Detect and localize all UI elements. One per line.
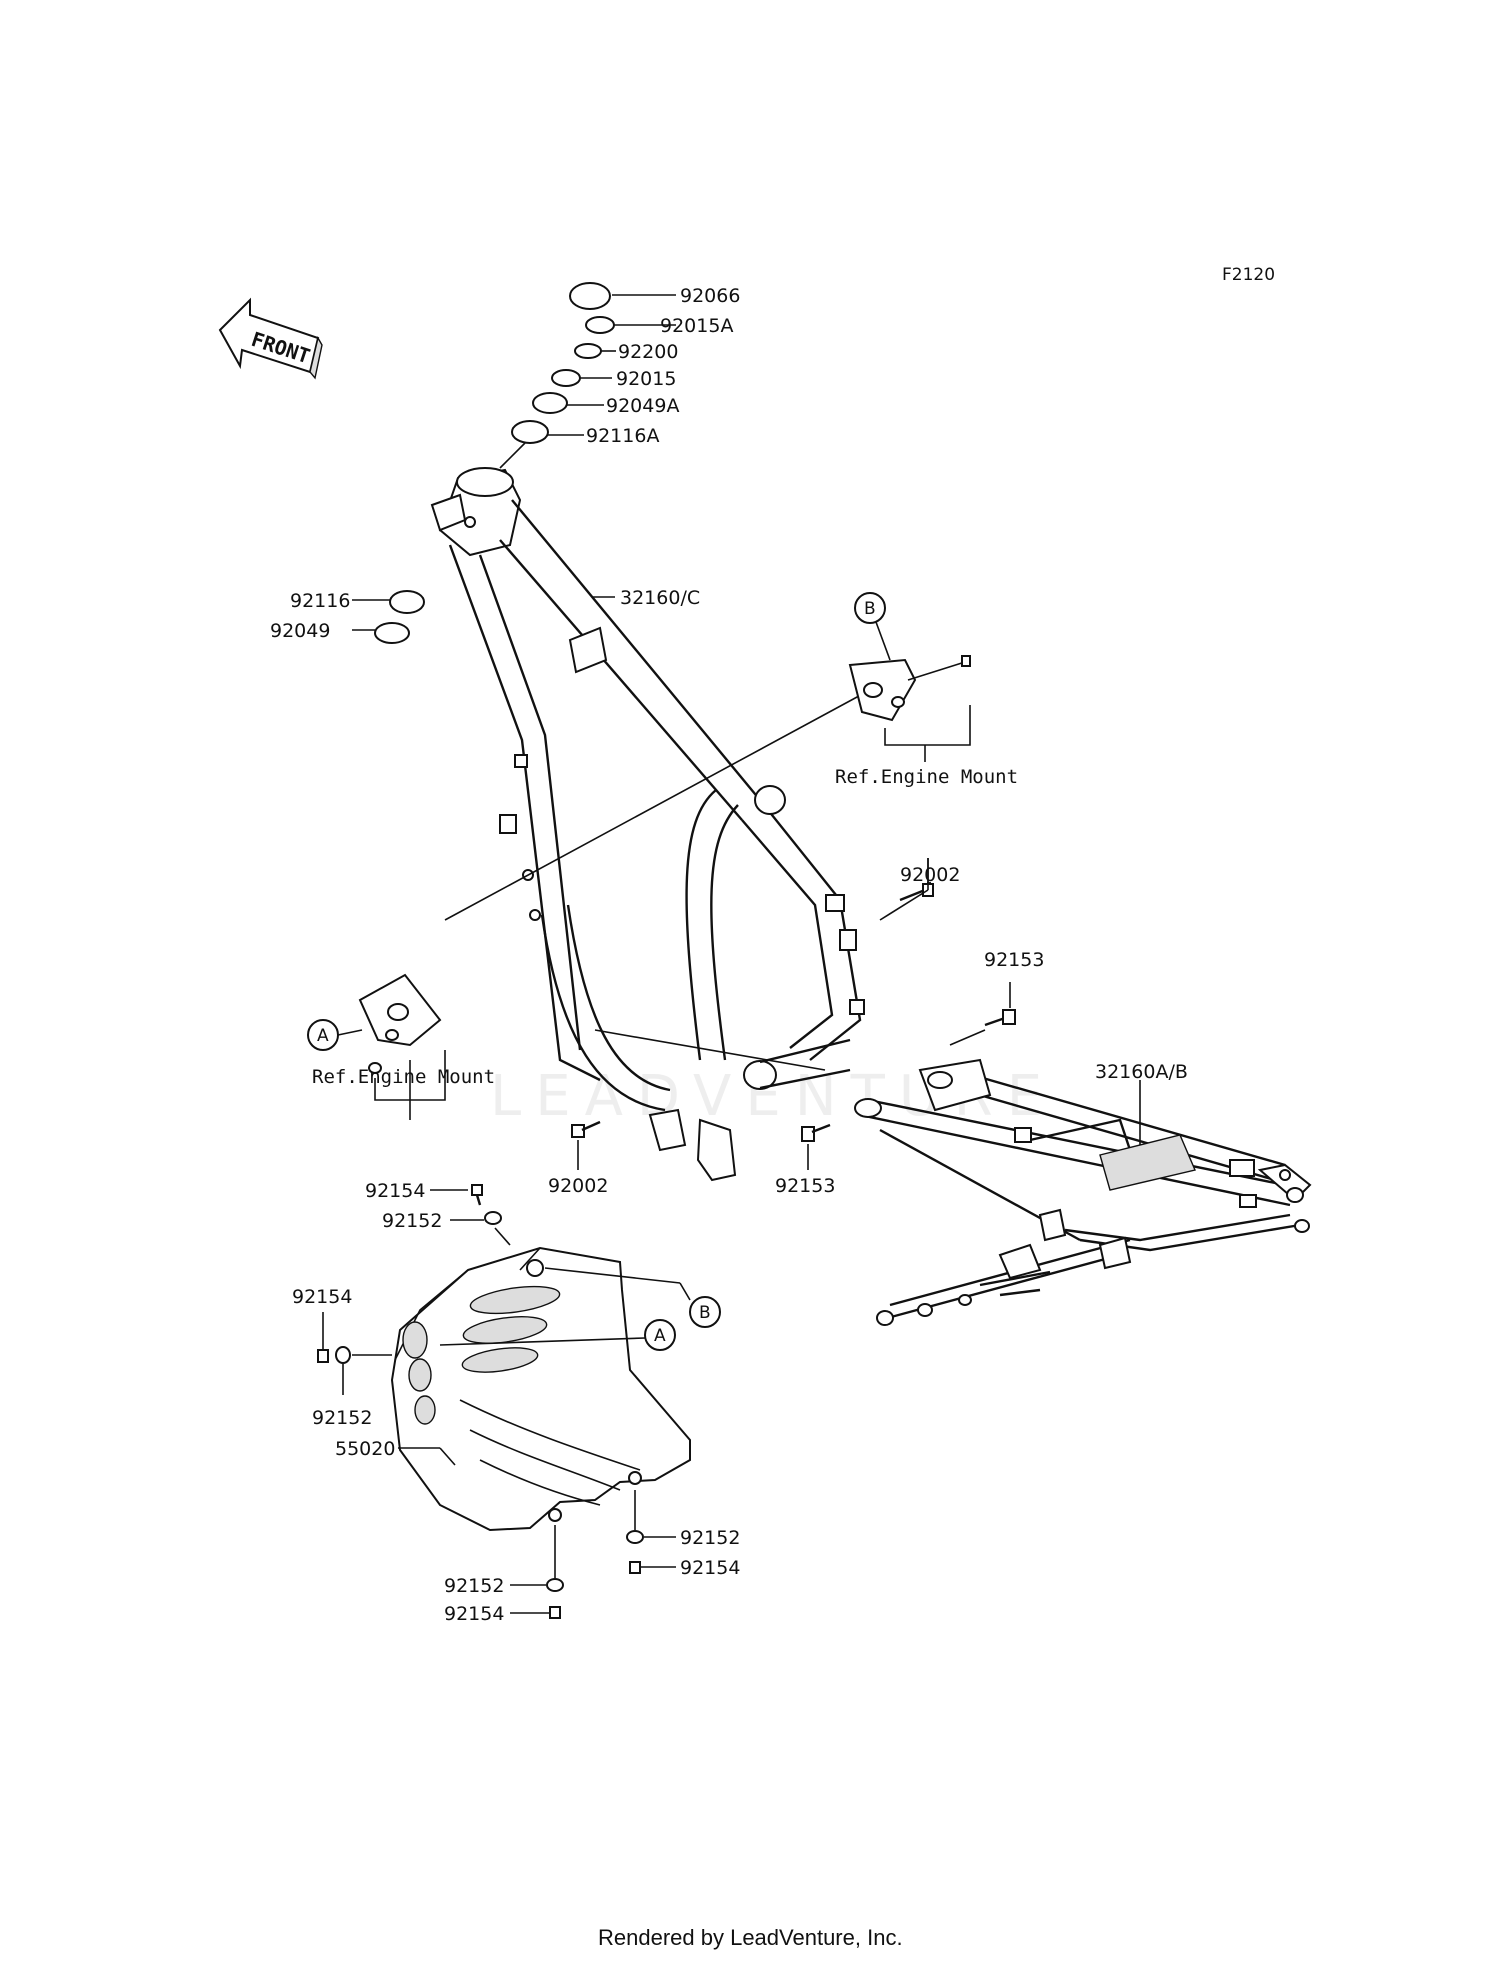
part-92154-top-label: 92154 (365, 1180, 425, 1202)
part-32160c-label: 32160/C (620, 587, 700, 609)
part-92154-left-label: 92154 (292, 1286, 352, 1308)
figure-code: F2120 (1222, 265, 1275, 285)
part-92200-label: 92200 (618, 341, 678, 363)
part-55020-label: 55020 (335, 1438, 395, 1460)
footer-credit: Rendered by LeadVenture, Inc. (598, 1925, 903, 1950)
washer-92152-bottom (546, 1578, 564, 1592)
part-92154-bottom-label: 92154 (444, 1603, 504, 1625)
part-92152-left-label: 92152 (312, 1407, 372, 1429)
part-92002-lower-label: 92002 (548, 1175, 608, 1197)
part-92153-lower-label: 92153 (775, 1175, 835, 1197)
engine-mount-b (848, 655, 971, 722)
axis-line-b (594, 1029, 826, 1071)
bolt-92153-lower (801, 1123, 831, 1142)
bolt-92154-right (629, 1561, 641, 1574)
ref-engine-mount-lower: Ref.Engine Mount (312, 1066, 495, 1088)
bolt-92154-left (317, 1349, 329, 1363)
part-92066-label: 92066 (680, 285, 740, 307)
bolt-92154-bottom (549, 1606, 561, 1619)
part-92015a-label: 92015A (660, 315, 733, 337)
part-92002-upper-label: 92002 (900, 864, 960, 886)
callout-b-lower-letter: B (699, 1303, 711, 1323)
callout-b-upper-letter: B (864, 599, 876, 619)
callout-a-upper-letter: A (317, 1026, 329, 1046)
rear-subframe (854, 1058, 1312, 1326)
callout-b-upper (854, 592, 886, 624)
washer-92152-left (335, 1346, 351, 1364)
engine-mount-a (358, 973, 442, 1074)
washer-92152-right (626, 1530, 644, 1544)
skid-plate (390, 1246, 691, 1532)
seal-92049 (374, 622, 410, 644)
part-32160ab-label: 32160A/B (1095, 1061, 1188, 1083)
part-92152-top-label: 92152 (382, 1210, 442, 1232)
bearing-92116 (389, 590, 425, 614)
part-92154-right-label: 92154 (680, 1557, 740, 1579)
bolt-92002-lower (571, 1120, 601, 1138)
callout-b-lower (689, 1296, 721, 1328)
bolt-92153-upper (984, 1009, 1016, 1027)
ref-engine-mount-upper: Ref.Engine Mount (835, 766, 1018, 788)
bolt-92154-top (471, 1184, 483, 1206)
callout-a-lower (644, 1319, 676, 1351)
callout-a-lower-letter: A (654, 1326, 666, 1346)
front-arrow-icon: FRONT (218, 297, 323, 380)
main-frame (430, 467, 865, 1182)
part-92049a-label: 92049A (606, 395, 679, 417)
part-92116-label: 92116 (290, 590, 350, 612)
axis-line-a (444, 689, 871, 921)
washer-92152-top (484, 1211, 502, 1225)
part-92152-bottom-label: 92152 (444, 1575, 504, 1597)
part-92153-upper-label: 92153 (984, 949, 1044, 971)
part-92049-label: 92049 (270, 620, 330, 642)
steering-stack (511, 282, 615, 444)
part-92116a-label: 92116A (586, 425, 659, 447)
part-92015-label: 92015 (616, 368, 676, 390)
part-92152-right-label: 92152 (680, 1527, 740, 1549)
